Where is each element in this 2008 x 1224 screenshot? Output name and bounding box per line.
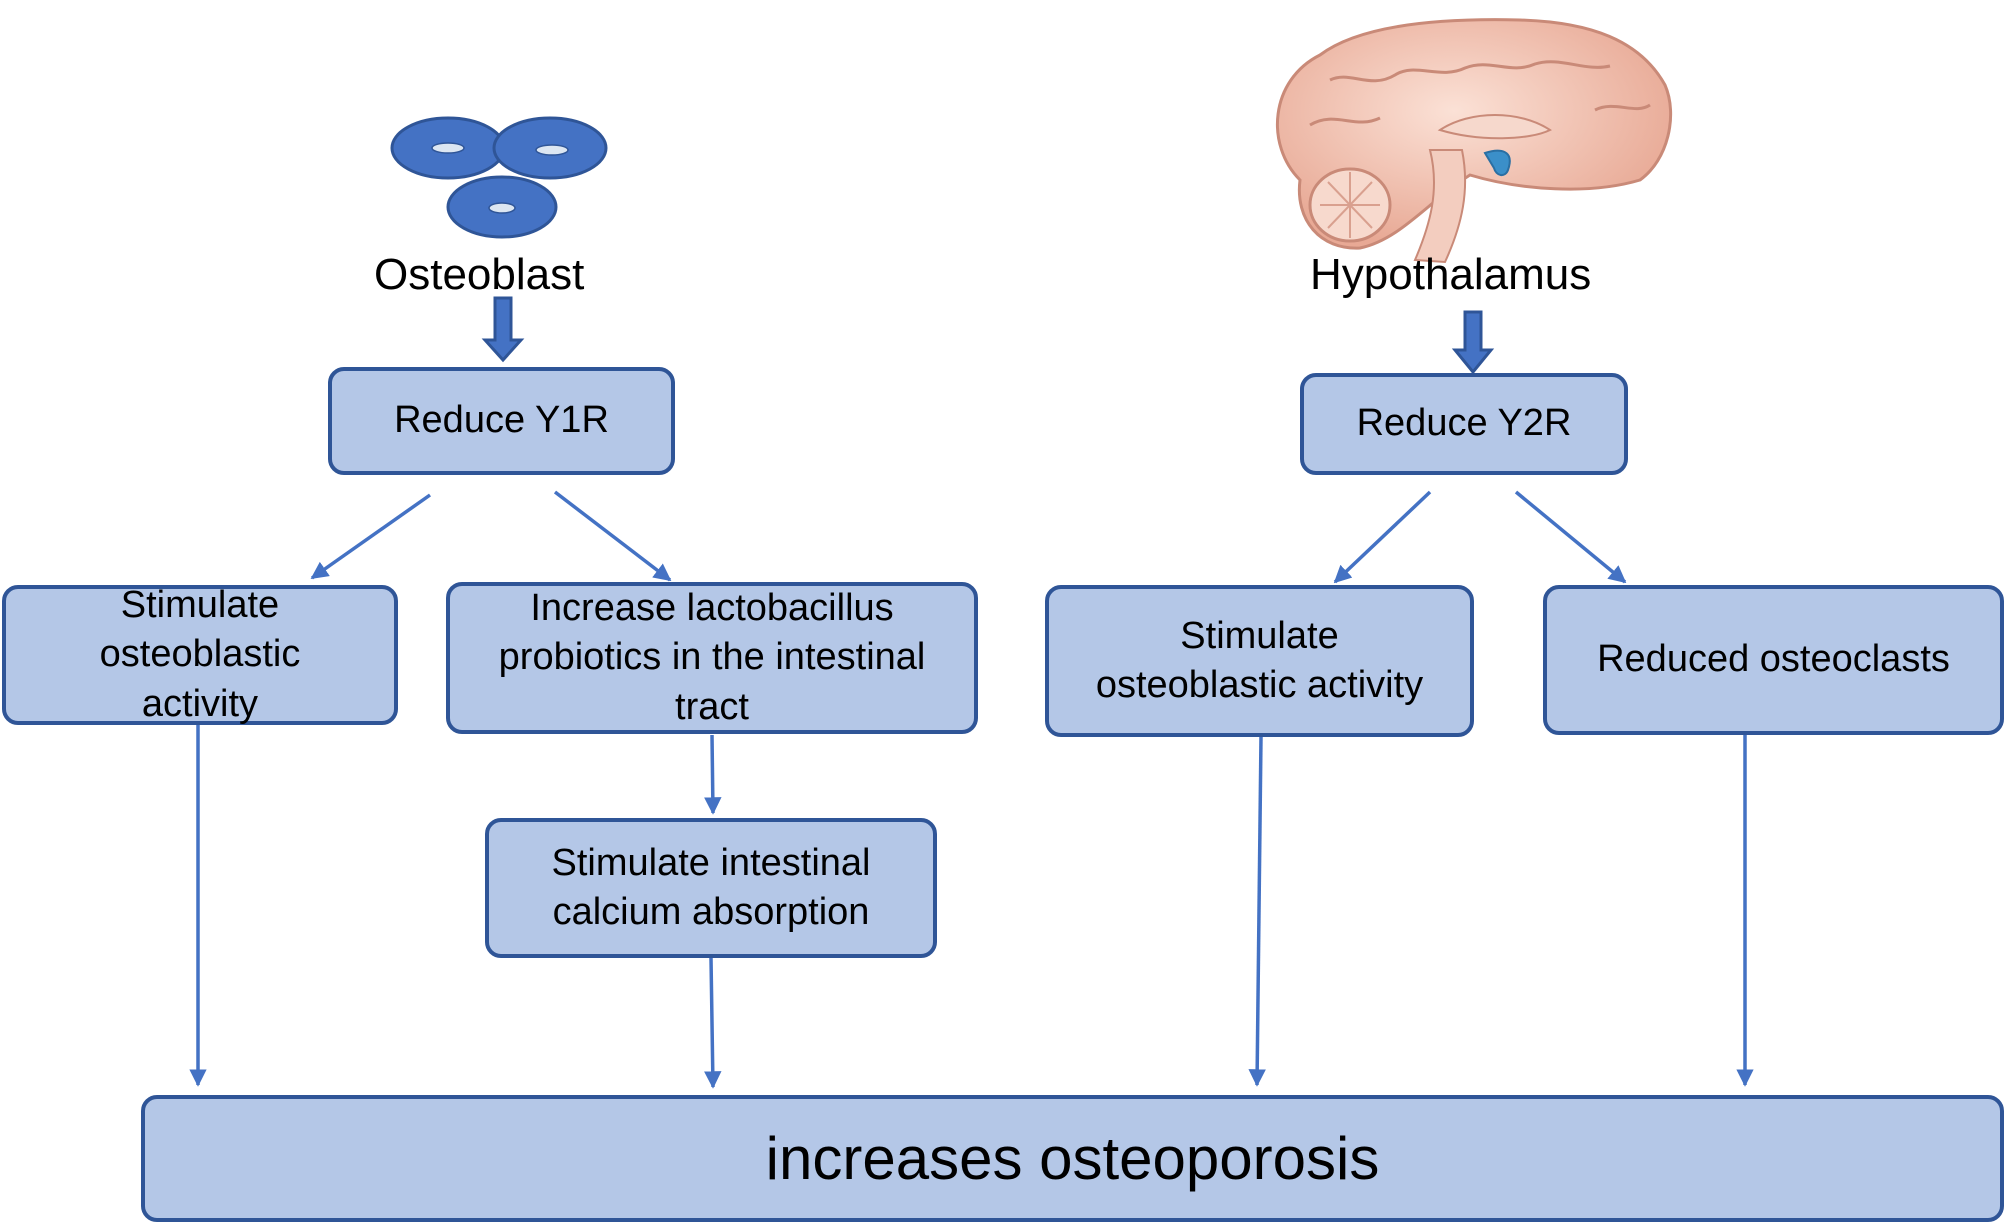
stimulate-calcium-line-1: Stimulate intestinal: [551, 841, 871, 884]
arrow-y1r-to-lactobacillus: [553, 490, 672, 582]
hypothalamus-label: Hypothalamus: [1310, 250, 1592, 299]
increase-lactobacillus-line-3: tract: [675, 685, 749, 728]
arrow-y1r-to-osteoblastic: [310, 493, 432, 580]
increase-lactobacillus-line-2: probiotics in the intestinal: [498, 636, 926, 679]
thick-arrow-osteoblast: [481, 296, 525, 363]
stimulate-osteoblastic-left-line-1: Stimulate: [120, 583, 280, 626]
reduce-y1r-box: Reduce Y1R: [328, 367, 675, 475]
reduce-y2r-box: Reduce Y2R: [1300, 373, 1628, 475]
stimulate-osteoblastic-right-line-2: osteoblastic activity: [1095, 664, 1424, 706]
increase-lactobacillus-box: Increase lactobacillus probiotics in the…: [446, 582, 978, 734]
arrow-y2r-to-osteoclasts: [1514, 490, 1627, 584]
outcome-box: increases osteoporosis: [141, 1095, 2004, 1222]
stimulate-calcium-box: Stimulate intestinal calcium absorption: [485, 818, 937, 958]
increase-lactobacillus-line-1: Increase lactobacillus: [530, 586, 894, 629]
stimulate-osteoblastic-left-line-3: activity: [141, 682, 259, 725]
arrow-y2r-to-osteoblastic: [1333, 490, 1432, 584]
reduced-osteoclasts-text: Reduced osteoclasts: [1597, 638, 1950, 681]
arrow-osteoblastic-right-to-outcome: [1248, 736, 1266, 1087]
stimulate-osteoblastic-right-box: Stimulate osteoblastic activity: [1045, 585, 1474, 737]
thick-arrow-hypothalamus: [1451, 310, 1495, 375]
stimulate-osteoblastic-left-box: Stimulate osteoblastic activity: [2, 584, 398, 725]
stimulate-calcium-line-2: calcium absorption: [552, 891, 870, 933]
reduced-osteoclasts-box: Reduced osteoclasts: [1543, 585, 2004, 735]
arrow-calcium-to-outcome: [704, 957, 722, 1089]
reduce-y2r-text: Reduce Y2R: [1356, 402, 1572, 445]
osteoblast-cells-icon: [390, 116, 608, 239]
arrow-lactobacillus-to-calcium: [704, 734, 722, 815]
brain-icon: [1275, 18, 1673, 264]
osteoblast-label: Osteoblast: [374, 250, 585, 299]
stimulate-osteoblastic-left-line-2: osteoblastic: [99, 633, 301, 676]
stimulate-osteoblastic-right-line-1: Stimulate: [1180, 614, 1339, 657]
outcome-text: increases osteoporosis: [765, 1124, 1380, 1192]
reduce-y1r-text: Reduce Y1R: [394, 399, 609, 442]
